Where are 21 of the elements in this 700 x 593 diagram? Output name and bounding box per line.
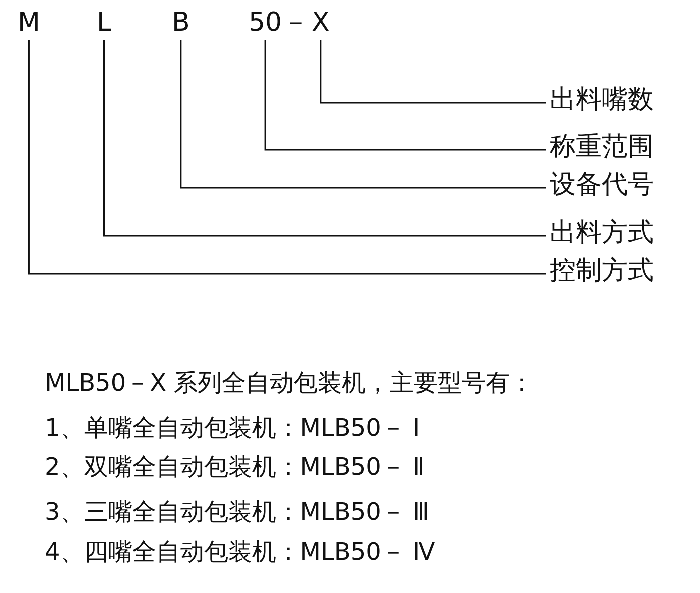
note-text: 1、单嘴全自动包装机：MLB50－ Ⅰ	[45, 413, 420, 443]
note-text: 4、四嘴全自动包装机：MLB50－ Ⅳ	[45, 537, 436, 567]
leader-line	[264, 40, 546, 151]
note-text: MLB50－X 系列全自动包装机，主要型号有：	[45, 368, 534, 398]
meaning-label: 出料嘴数	[550, 85, 654, 115]
code-letter: 50	[249, 8, 282, 38]
leader-line	[28, 40, 546, 275]
code-letter: M	[18, 8, 40, 38]
meaning-label: 设备代号	[550, 170, 654, 200]
dash-text: －	[283, 8, 309, 38]
note-text: 2、双嘴全自动包装机：MLB50－ Ⅱ	[45, 452, 425, 482]
leader-line	[104, 40, 546, 237]
leader-line	[180, 40, 546, 189]
meaning-label: 控制方式	[550, 256, 654, 286]
leader-line	[320, 40, 546, 104]
note-text: 3、三嘴全自动包装机：MLB50－ Ⅲ	[45, 497, 430, 527]
code-letter: X	[312, 8, 330, 38]
meaning-label: 出料方式	[550, 218, 654, 248]
meaning-label: 称重范围	[550, 132, 654, 162]
code-letter: B	[172, 8, 190, 38]
code-letter: L	[97, 8, 112, 38]
